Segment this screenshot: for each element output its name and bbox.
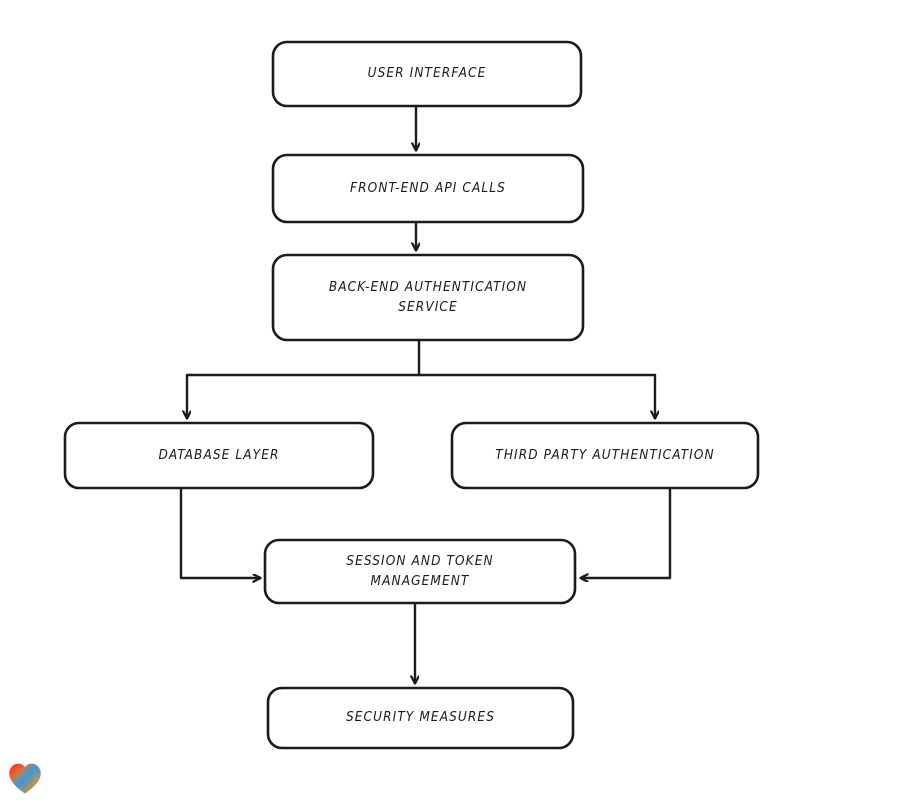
- edge-backend-to-thirdparty: [417, 373, 655, 418]
- edge-thirdparty-to-session: [581, 487, 672, 578]
- edge-backend-to-database: [187, 373, 421, 418]
- node-front-end-api-calls[interactable]: [271, 153, 585, 224]
- node-user-interface[interactable]: [271, 40, 583, 108]
- heart-icon: [9, 763, 41, 794]
- edge-database-to-session: [179, 487, 260, 578]
- node-third-party-authentication[interactable]: [450, 421, 760, 490]
- node-back-end-authentication-service[interactable]: [271, 253, 585, 342]
- node-security-measures[interactable]: [266, 686, 575, 750]
- node-database-layer[interactable]: [63, 421, 375, 490]
- node-session-and-token-management[interactable]: [263, 538, 577, 605]
